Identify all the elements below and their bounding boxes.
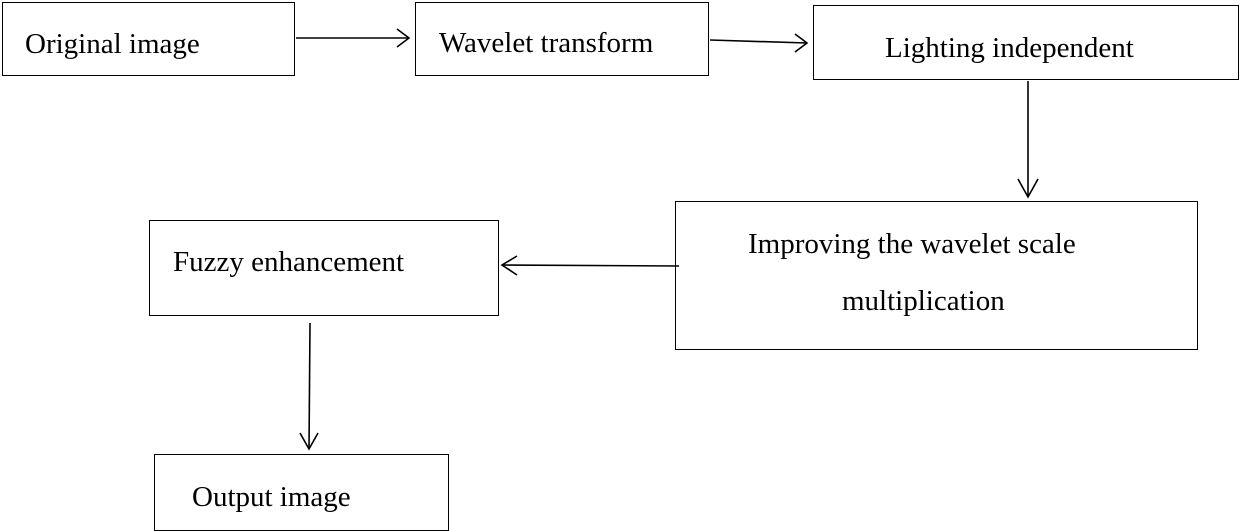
node-output-image-label: Output image	[192, 481, 351, 513]
arrow-lighting-to-improving	[1017, 81, 1039, 199]
node-fuzzy-enhancement: Fuzzy enhancement	[149, 220, 499, 316]
node-lighting-independent: Lighting independent	[813, 5, 1239, 80]
arrow-improving-to-fuzzy	[500, 255, 680, 276]
node-improving-wavelet-scale: Improving the wavelet scale multiplicati…	[675, 201, 1198, 350]
node-original-image: Original image	[2, 2, 295, 76]
node-wavelet-transform-label: Wavelet transform	[439, 27, 654, 59]
node-improving-wavelet-scale-line1: Improving the wavelet scale	[748, 228, 1076, 260]
node-wavelet-transform: Wavelet transform	[415, 2, 709, 76]
arrow-fuzzy-to-output	[299, 322, 319, 451]
node-fuzzy-enhancement-label: Fuzzy enhancement	[173, 246, 405, 278]
node-output-image: Output image	[154, 454, 449, 531]
node-original-image-label: Original image	[25, 28, 200, 60]
node-improving-wavelet-scale-line2: multiplication	[842, 285, 1005, 317]
arrow-original-to-wavelet	[296, 28, 411, 48]
arrow-wavelet-to-lighting	[709, 33, 809, 53]
node-lighting-independent-label: Lighting independent	[885, 32, 1134, 64]
